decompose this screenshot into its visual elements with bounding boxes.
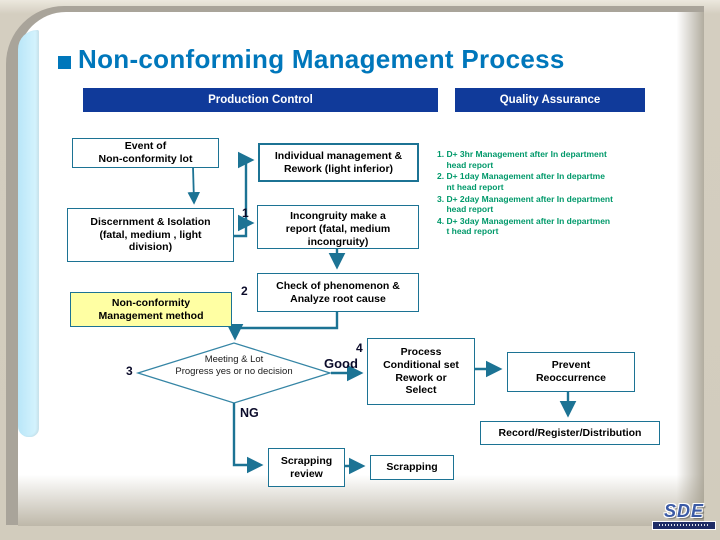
process-conditional-box: Process Conditional set Rework or Select [367,338,475,405]
note-item: 2. D+ 1day Management after In departme … [437,171,605,192]
logo-text: SDE [663,501,704,521]
step-3-label: 3 [126,364,133,378]
ng-path-label: NG [240,406,259,420]
good-path-label: Good [324,356,358,371]
left-capsule-decoration [18,30,39,437]
header-quality-assurance: Quality Assurance [455,88,645,112]
discernment-isolation-box: Discernment & Isolation (fatal, medium ,… [67,208,234,262]
step-2-label: 2 [241,284,248,298]
sde-logo: SDE [652,502,716,534]
side-notes: 1. D+ 3hr Management after In department… [437,149,655,238]
prevent-reoccurrence-box: Prevent Reoccurrence [507,352,635,392]
title-bullet-icon [58,56,71,69]
note-item: 3. D+ 2day Management after In departmen… [437,193,613,215]
note-item: 1. D+ 3hr Management after In department… [437,149,607,170]
logo-tagline-bar [652,521,716,530]
header-production-control: Production Control [83,88,438,112]
decision-diamond-label: Meeting & Lot Progress yes or no decisio… [175,354,293,377]
incongruity-report-box: Incongruity make a report (fatal, medium… [257,205,419,249]
event-lot-box: Event of Non-conformity lot [72,138,219,168]
record-register-box: Record/Register/Distribution [480,421,660,445]
step-4-label: 4 [356,341,363,355]
note-item: 4. D+ 3day Management after In departmen… [437,215,611,237]
scrapping-box: Scrapping [370,455,454,480]
scrapping-review-box: Scrapping review [268,448,345,487]
step-1-label: 1 [242,206,249,220]
management-method-box: Non-conformity Management method [70,292,232,327]
page-title: Non-conforming Management Process [78,44,565,74]
individual-rework-box: Individual management & Rework (light in… [258,143,419,182]
check-analyze-box: Check of phenomenon & Analyze root cause [257,273,419,312]
